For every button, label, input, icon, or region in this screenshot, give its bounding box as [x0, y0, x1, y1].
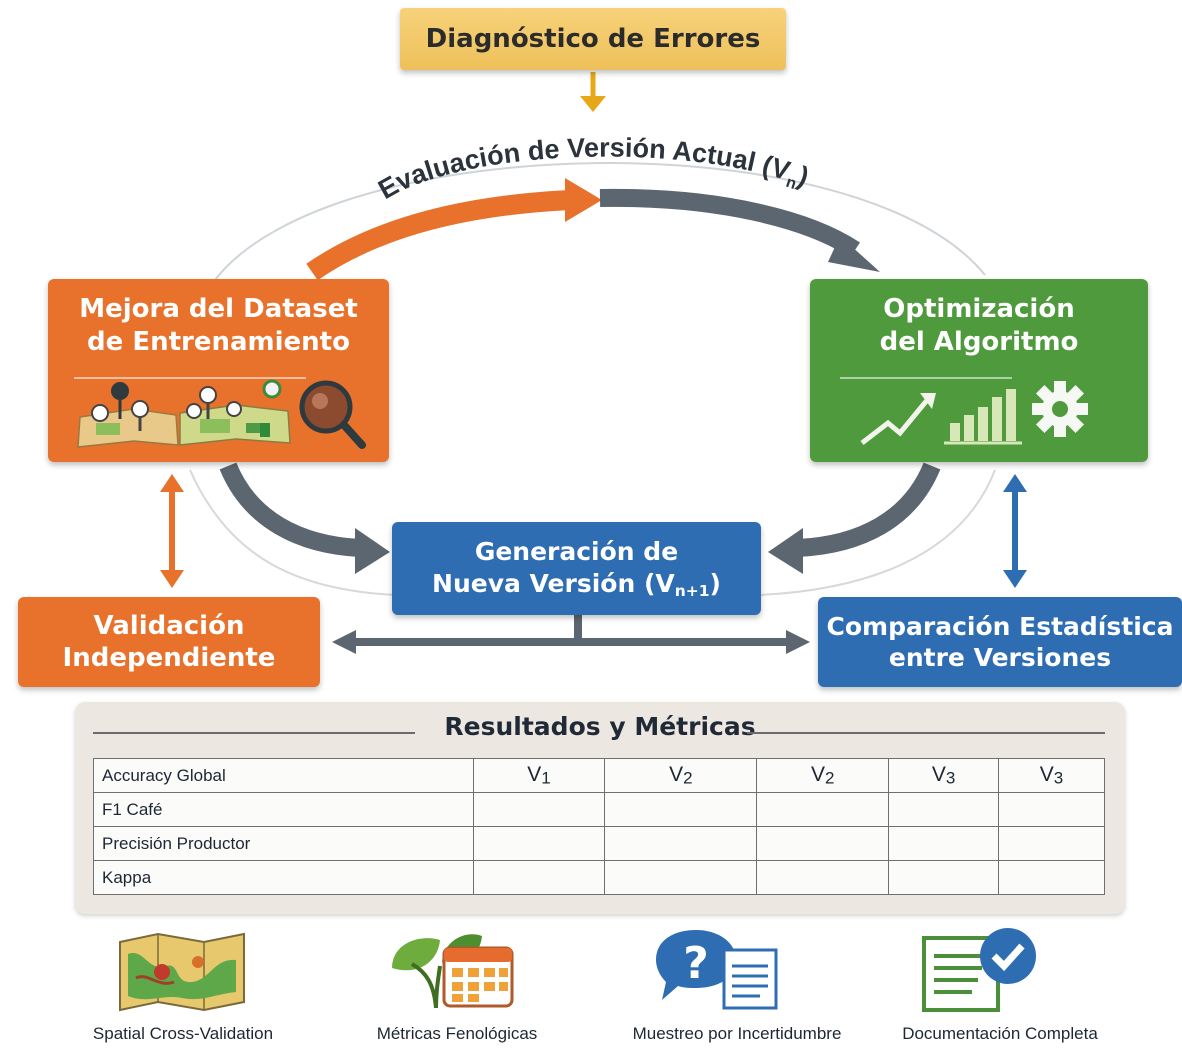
statistical-comparison-box: Comparación Estadística entre Versiones [818, 597, 1182, 687]
version-header-cell: V3 [998, 758, 1105, 793]
metric-name-cell: F1 Café [93, 792, 474, 827]
version-subscript: 1 [541, 768, 551, 788]
version-header-cell: V3 [888, 758, 1000, 793]
gray-arrow-left [219, 462, 361, 557]
orange-double-arrowhead-down [160, 570, 184, 588]
version-header-cell: V2 [604, 758, 758, 793]
horizontal-arrowhead-right [786, 630, 810, 654]
metric-value-cell [756, 826, 890, 861]
results-title-rule-right [747, 732, 1105, 734]
version-subscript: 3 [945, 768, 956, 788]
metric-value-cell [756, 792, 890, 827]
growth-chart-gear-icon [860, 381, 1088, 445]
metric-value-cell [998, 792, 1105, 827]
bottom-label-documentation: Documentación Completa [902, 1024, 1098, 1043]
version-letter: V [1039, 762, 1054, 786]
metric-value-cell [604, 792, 758, 827]
cycle-ring [214, 162, 986, 281]
question-document-icon: ? [656, 930, 778, 1010]
metric-value-cell [604, 826, 758, 861]
algorithm-optimization-box: Optimización del Algoritmo [810, 279, 1148, 462]
metric-value-cell [888, 826, 1000, 861]
version-letter: V [810, 762, 825, 786]
comp-line2: entre Versiones [888, 643, 1112, 672]
metric-value-cell [604, 860, 758, 895]
diagnostic-label: Diagnóstico de Errores [425, 23, 761, 54]
blue-double-arrowhead-up [1003, 474, 1027, 492]
plant-calendar-icon [392, 934, 514, 1009]
cycle-ring-lower-right [759, 469, 996, 596]
orange-arc-arrow [306, 190, 571, 281]
bottom-label-spatial: Spatial Cross-Validation [92, 1024, 274, 1043]
svg-text:?: ? [683, 938, 709, 989]
cycle-label: Evaluación de Versión Actual (Vn) [373, 133, 813, 205]
diagnostic-box: Diagnóstico de Errores [400, 8, 786, 70]
version-header-cell: V1 [472, 758, 606, 793]
gray-arrowhead-left [355, 528, 390, 574]
table-row: F1 Café [93, 792, 1105, 827]
orange-double-arrowhead-up [160, 474, 184, 492]
algo-divider [840, 377, 1012, 379]
bottom-label-phenology: Métricas Fenológicas [376, 1024, 538, 1043]
gen-line2-sub: n+1 [674, 581, 710, 600]
results-title: Resultados y Métricas [444, 712, 756, 741]
gray-arc-arrowhead-top [828, 236, 880, 272]
table-row: Precisión Productor [93, 826, 1105, 861]
document-check-icon [922, 928, 1036, 1012]
gray-arrow-right [797, 462, 941, 557]
metric-name-cell: Precisión Productor [93, 826, 474, 861]
map-pins-icon [77, 379, 366, 449]
dataset-divider [74, 377, 306, 379]
version-subscript: 2 [825, 768, 835, 788]
metric-value-cell [472, 860, 606, 895]
independent-validation-box: Validación Independiente [18, 597, 320, 687]
version-header-cell: V2 [756, 758, 890, 793]
dataset-line1: Mejora del Dataset [79, 294, 358, 324]
metric-value-cell [756, 860, 890, 895]
metric-value-cell [888, 860, 1000, 895]
metric-name-cell: Accuracy Global [93, 758, 474, 793]
gray-arrowhead-right [768, 528, 803, 574]
gen-line1: Generación de [474, 537, 679, 567]
metric-value-cell [888, 792, 1000, 827]
val-line2: Independiente [62, 643, 276, 673]
metric-value-cell [472, 792, 606, 827]
gray-arc-arrow-top [599, 188, 860, 258]
metric-value-cell [472, 826, 606, 861]
blue-double-arrowhead-down [1003, 570, 1027, 588]
gen-line2: Nueva Versión (Vn+1) [432, 568, 721, 601]
svg-text:Evaluación de Versión Actual (: Evaluación de Versión Actual (Vn) [373, 133, 813, 205]
version-letter: V [931, 762, 946, 786]
version-letter: V [527, 762, 542, 786]
dataset-improvement-box: Mejora del Dataset de Entrenamiento [48, 279, 389, 462]
metric-value-cell [998, 860, 1105, 895]
cycle-label-main: Evaluación de Versión Actual [373, 133, 758, 205]
metric-name-cell: Kappa [93, 860, 474, 895]
gen-line2-end: ) [709, 568, 721, 598]
results-title-rule-left [93, 732, 415, 734]
table-row: Kappa [93, 860, 1105, 895]
algo-line2: del Algoritmo [879, 326, 1079, 357]
gen-line2-text: Nueva Versión (V [432, 568, 675, 598]
new-version-box: Generación de Nueva Versión (Vn+1) [392, 522, 761, 615]
dataset-line2: de Entrenamiento [87, 326, 350, 357]
map-icon [119, 932, 245, 1012]
horizontal-arrowhead-left [332, 630, 356, 654]
version-subscript: 3 [1053, 768, 1064, 788]
diagnostic-arrow-head [580, 96, 606, 112]
cycle-ring-lower-left [189, 469, 396, 596]
metric-value-cell [998, 826, 1105, 861]
comp-line1: Comparación Estadística [826, 611, 1174, 641]
orange-arc-arrowhead [565, 178, 602, 222]
bottom-label-uncertainty: Muestreo por Incertidumbre [632, 1024, 842, 1043]
algo-line1: Optimización [883, 294, 1075, 324]
version-letter: V [669, 762, 684, 786]
version-subscript: 2 [683, 768, 693, 788]
val-line1: Validación [93, 610, 245, 641]
